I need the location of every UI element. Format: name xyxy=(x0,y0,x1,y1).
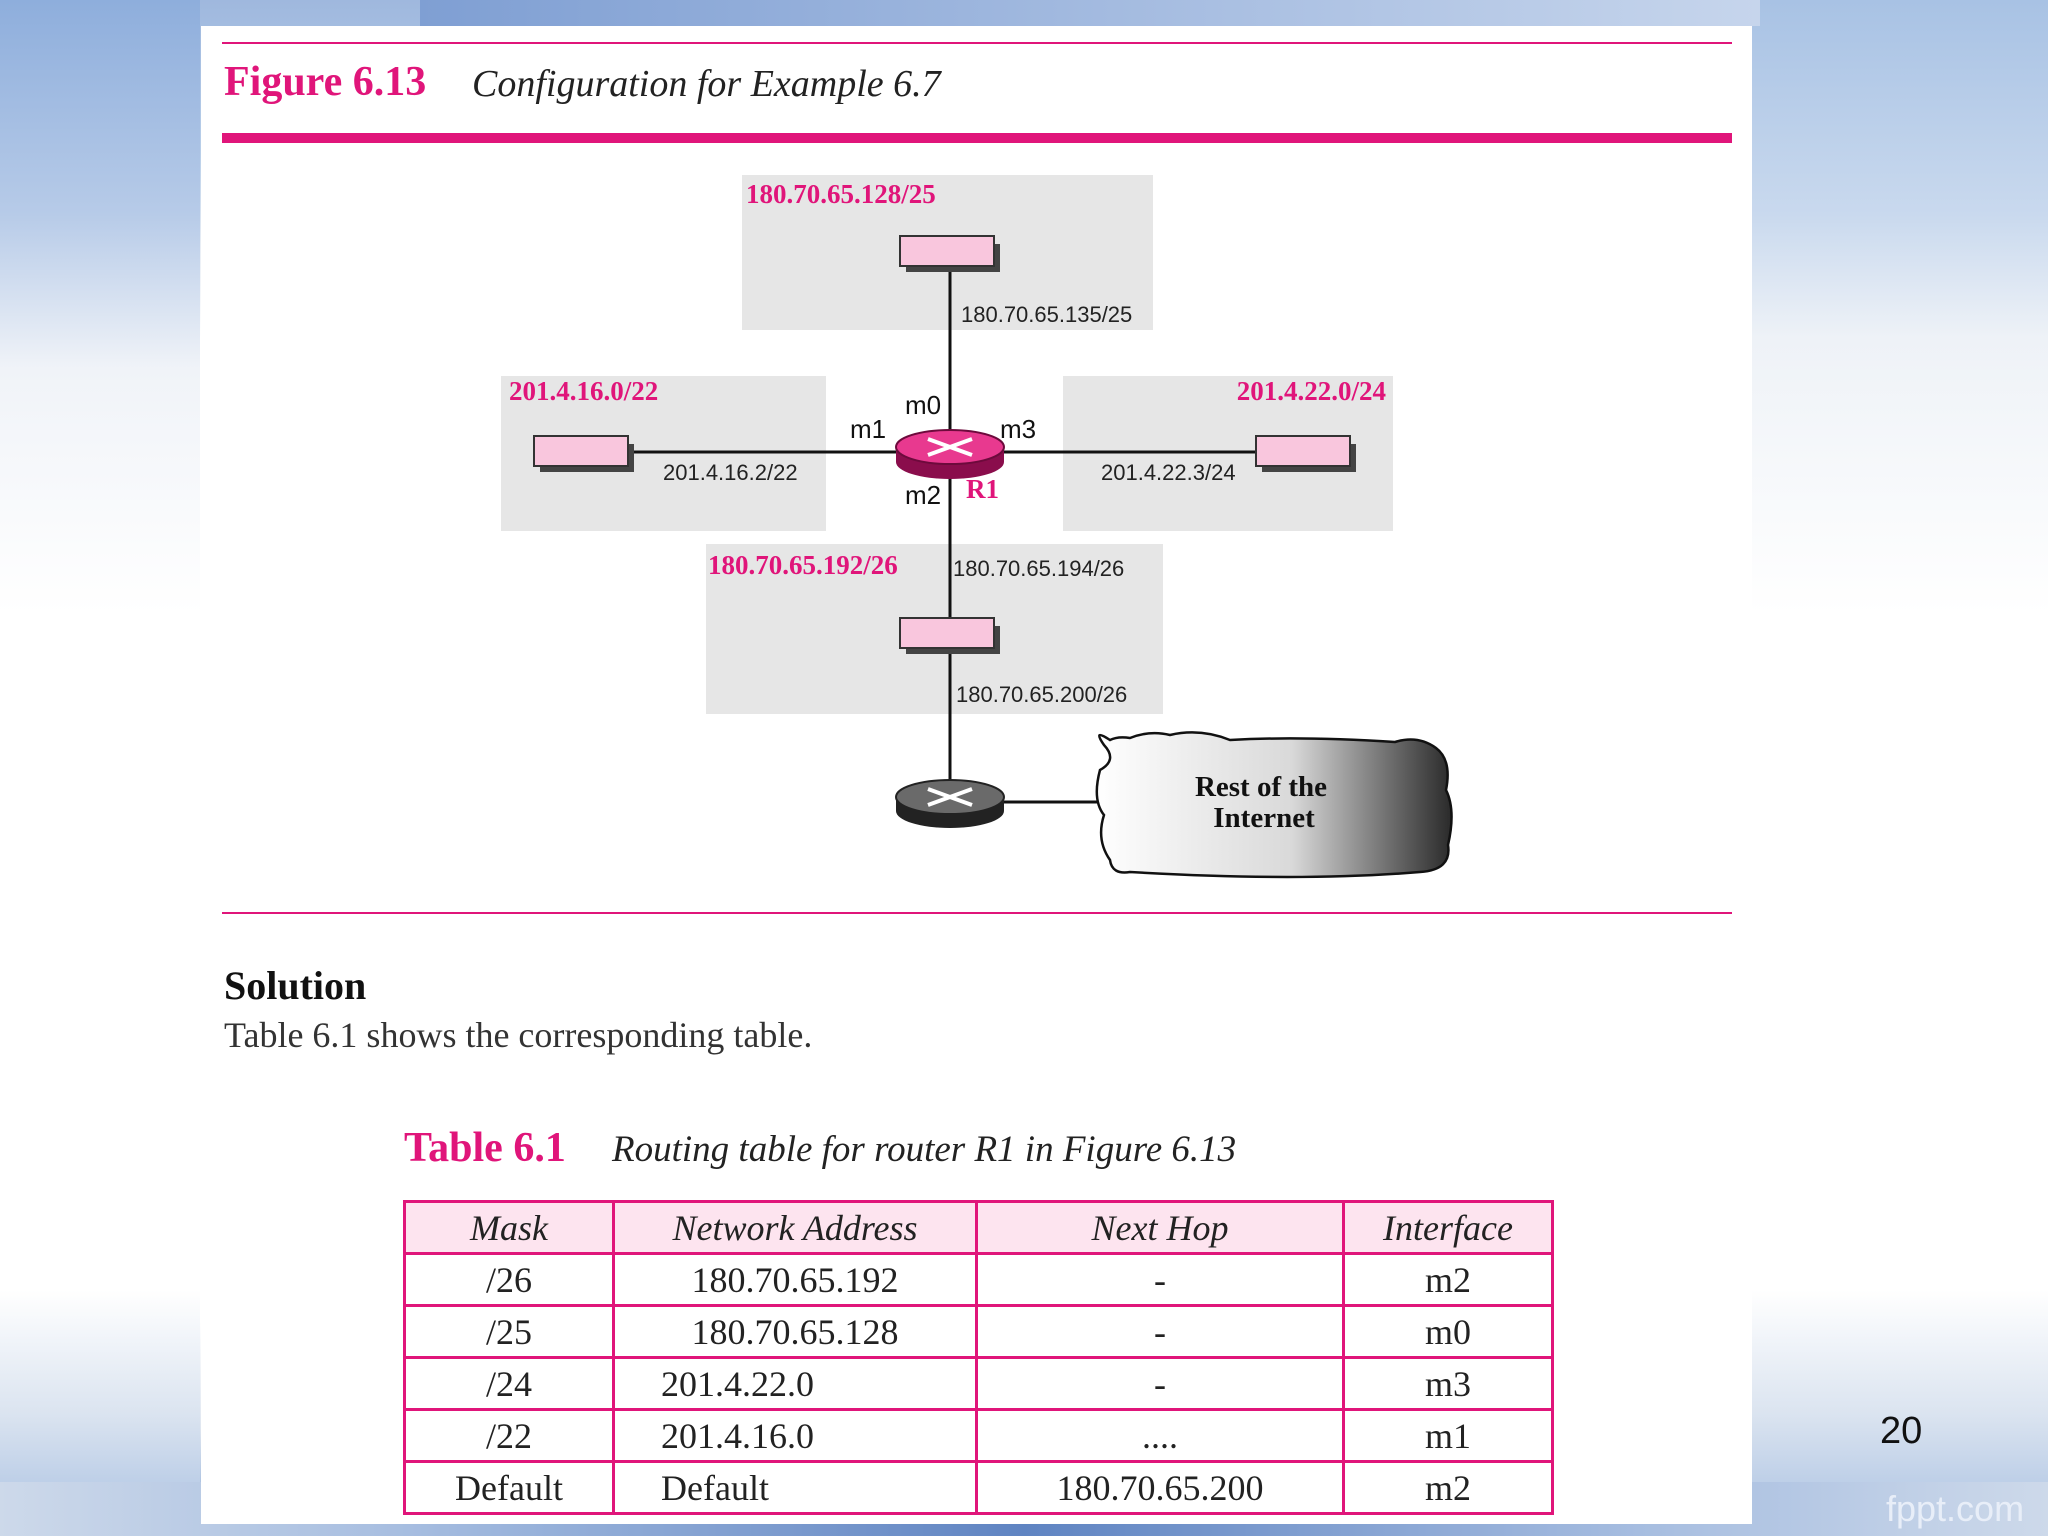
default-router-icon xyxy=(895,779,1005,828)
cell-interface: m2 xyxy=(1342,1460,1554,1515)
cell-mask: /25 xyxy=(403,1304,615,1359)
network-label-top: 180.70.65.128/25 xyxy=(746,179,936,209)
figure-top-rule xyxy=(222,42,1732,44)
cell-network-address: 201.4.16.0 xyxy=(612,1408,978,1463)
table-number: Table 6.1 xyxy=(404,1125,566,1171)
figure-header-rule xyxy=(222,133,1732,143)
host-bottom xyxy=(899,617,1000,654)
router-label-r1: R1 xyxy=(966,474,999,504)
network-label-bottom: 180.70.65.192/26 xyxy=(708,550,898,580)
internet-cloud-icon xyxy=(1095,731,1453,879)
interface-label-m1: m1 xyxy=(850,414,886,444)
network-label-left: 201.4.16.0/22 xyxy=(509,376,658,406)
cloud-label-line1: Rest of the xyxy=(1195,771,1327,803)
slide-background-left xyxy=(0,0,200,1536)
cell-mask: /24 xyxy=(403,1356,615,1411)
interface-label-m3: m3 xyxy=(1000,414,1036,444)
cloud-label-line2: Internet xyxy=(1213,802,1315,834)
cell-interface: m0 xyxy=(1342,1304,1554,1359)
address-label-left-link: 201.4.16.2/22 xyxy=(663,460,798,485)
page-number: 20 xyxy=(1880,1410,1923,1452)
cell-interface: m3 xyxy=(1342,1356,1554,1411)
solution-text: Table 6.1 shows the corresponding table. xyxy=(224,1015,813,1055)
cell-network-address: Default xyxy=(612,1460,978,1515)
cell-interface: m1 xyxy=(1342,1408,1554,1463)
table-row: Default Default 180.70.65.200 m2 xyxy=(403,1460,1554,1515)
address-label-bottom-upper: 180.70.65.194/26 xyxy=(953,556,1124,581)
interface-label-m0: m0 xyxy=(905,390,941,420)
host-top xyxy=(899,235,1000,272)
cell-next-hop: - xyxy=(975,1252,1345,1307)
cell-mask: /26 xyxy=(403,1252,615,1307)
header-network-address: Network Address xyxy=(612,1200,978,1255)
table-caption: Routing table for router R1 in Figure 6.… xyxy=(612,1129,1237,1170)
solution-heading: Solution xyxy=(224,963,367,1008)
figure-caption: Configuration for Example 6.7 xyxy=(472,63,941,105)
table-header-row: Mask Network Address Next Hop Interface xyxy=(403,1200,1554,1255)
cell-mask: Default xyxy=(403,1460,615,1515)
header-mask: Mask xyxy=(403,1200,615,1255)
figure-number: Figure 6.13 xyxy=(224,59,427,105)
cell-network-address: 180.70.65.192 xyxy=(612,1252,978,1307)
table-row: /24 201.4.22.0 - m3 xyxy=(403,1356,1554,1411)
cell-next-hop: .... xyxy=(975,1408,1345,1463)
header-interface: Interface xyxy=(1342,1200,1554,1255)
address-label-right-link: 201.4.22.3/24 xyxy=(1101,460,1236,485)
cell-network-address: 201.4.22.0 xyxy=(612,1356,978,1411)
cell-next-hop: - xyxy=(975,1356,1345,1411)
figure-bottom-rule xyxy=(222,912,1732,914)
slide-top-band xyxy=(420,0,1760,26)
table-row: /25 180.70.65.128 - m0 xyxy=(403,1304,1554,1359)
header-next-hop: Next Hop xyxy=(975,1200,1345,1255)
cell-next-hop: - xyxy=(975,1304,1345,1359)
routing-table: Mask Network Address Next Hop Interface … xyxy=(403,1200,1554,1515)
cell-interface: m2 xyxy=(1342,1252,1554,1307)
host-right xyxy=(1255,435,1356,472)
address-label-top-link: 180.70.65.135/25 xyxy=(961,302,1132,327)
cell-next-hop: 180.70.65.200 xyxy=(975,1460,1345,1515)
cell-mask: /22 xyxy=(403,1408,615,1463)
router-r1-icon xyxy=(895,429,1005,479)
slide-background-right xyxy=(1752,0,2048,1536)
table-row: /22 201.4.16.0 .... m1 xyxy=(403,1408,1554,1463)
network-label-right: 201.4.22.0/24 xyxy=(1237,376,1386,406)
table-row: /26 180.70.65.192 - m2 xyxy=(403,1252,1554,1307)
watermark: fppt.com xyxy=(1886,1488,2025,1529)
address-label-bottom-lower: 180.70.65.200/26 xyxy=(956,682,1127,707)
host-left xyxy=(533,435,634,472)
interface-label-m2: m2 xyxy=(905,480,941,510)
cell-network-address: 180.70.65.128 xyxy=(612,1304,978,1359)
